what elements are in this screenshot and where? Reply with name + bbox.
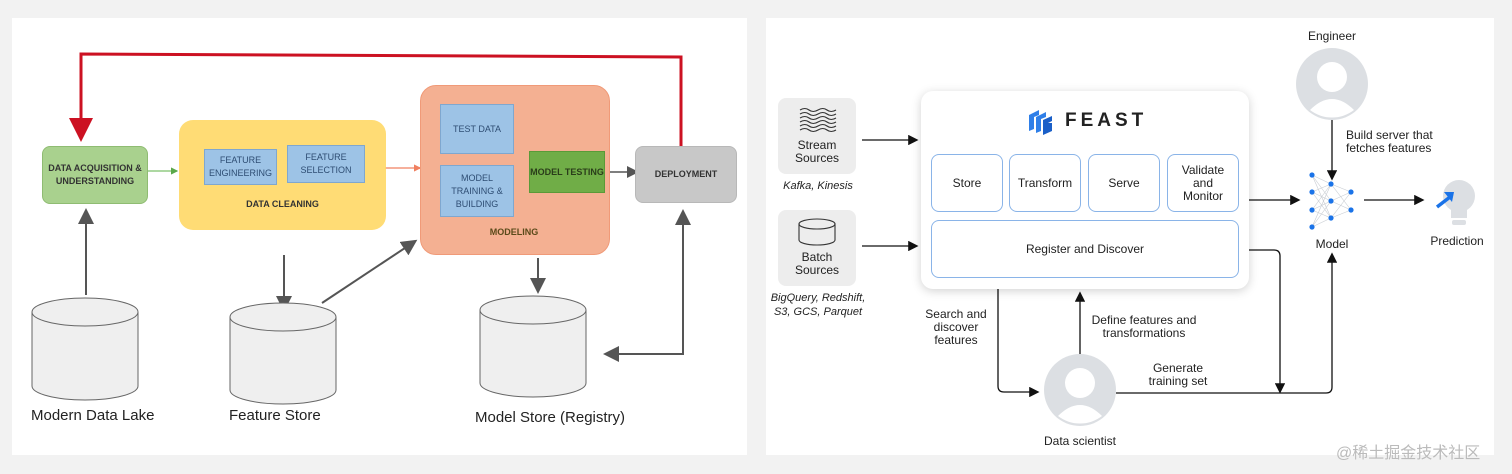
engineer-action-label: Build server that fetches features: [1346, 128, 1433, 155]
stream-sources-box: Stream Sources: [778, 98, 856, 174]
feature-selection-box: FEATURE SELECTION: [287, 145, 365, 183]
model-label: Model: [1315, 237, 1349, 251]
arrow-register-to-training: [1249, 249, 1286, 394]
arrow-generate-training-set: [1116, 252, 1338, 394]
feedback-loop-arrow: [69, 52, 683, 146]
arrow-featurestore-to-modeling: [321, 239, 418, 304]
engineer-avatar-icon: [1296, 48, 1368, 120]
test-data-box: TEST DATA: [440, 104, 514, 154]
model-neural-net-icon: [1311, 174, 1352, 228]
feast-logo: FEAST: [1025, 107, 1147, 135]
model-training-box: MODEL TRAINING & BUILDING: [440, 165, 514, 217]
modelstore-cylinder: [479, 295, 587, 398]
feast-connectors: [862, 48, 1475, 426]
prediction-lightbulb-icon: [1435, 180, 1475, 225]
capability-validate-monitor: Validate and Monitor: [1167, 154, 1239, 212]
stream-sources-label: Stream Sources: [794, 138, 840, 165]
database-icon: [798, 218, 836, 246]
capability-transform: Transform: [1009, 154, 1081, 212]
ml-lifecycle-diagram: DATA ACQUISITION & UNDERSTANDING FEATURE…: [12, 18, 747, 455]
register-discover: Register and Discover: [931, 220, 1239, 278]
arrow-deployment-to-modelstore: [603, 211, 684, 362]
stream-waves-icon: [799, 107, 837, 133]
feature-engineering-box: FEATURE ENGINEERING: [204, 149, 277, 185]
batch-sources-box: Batch Sources: [778, 210, 856, 286]
stream-sources-examples: Kafka, Kinesis: [783, 180, 853, 192]
capability-store: Store: [931, 154, 1003, 212]
prediction-label: Prediction: [1430, 234, 1484, 248]
modelstore-label: Model Store (Registry): [475, 409, 626, 426]
data-scientist-avatar-icon: [1044, 354, 1116, 426]
batch-sources-label: Batch Sources: [794, 250, 840, 277]
generate-training-label: Generate training set: [1148, 361, 1208, 388]
arrow-search-to-scientist: [997, 289, 1040, 398]
ml-lifecycle-connectors: [31, 52, 691, 405]
feast-architecture-diagram: Stream Sources Kafka, Kinesis Batch Sour…: [766, 18, 1494, 455]
search-discover-label: Search and discover features: [925, 307, 987, 347]
datalake-cylinder: [31, 297, 139, 401]
model-testing-box: MODEL TESTING: [529, 151, 605, 193]
modeling-label: MODELING: [489, 226, 539, 237]
feast-logo-icon: [1029, 110, 1052, 135]
batch-sources-examples: BigQuery, Redshift, S3, GCS, Parquet: [770, 292, 866, 318]
datalake-label: Modern Data Lake: [31, 407, 155, 424]
data-acquisition-label: DATA ACQUISITION & UNDERSTANDING: [48, 163, 142, 186]
capability-serve: Serve: [1088, 154, 1160, 212]
feast-platform-card: FEAST Store Transform Serve Validate and…: [921, 91, 1249, 289]
featurestore-label: Feature Store: [229, 407, 321, 424]
data-scientist-label: Data scientist: [1043, 434, 1117, 448]
featurestore-cylinder: [229, 302, 337, 405]
data-cleaning-label: DATA CLEANING: [246, 198, 319, 209]
watermark: @稀土掘金技术社区: [1336, 445, 1481, 462]
data-acquisition-box: DATA ACQUISITION & UNDERSTANDING: [42, 146, 148, 204]
deployment-box: DEPLOYMENT: [635, 146, 737, 203]
engineer-label: Engineer: [1307, 29, 1357, 43]
define-features-label: Define features and transformations: [1091, 313, 1197, 340]
feast-brand-text: FEAST: [1065, 110, 1148, 131]
